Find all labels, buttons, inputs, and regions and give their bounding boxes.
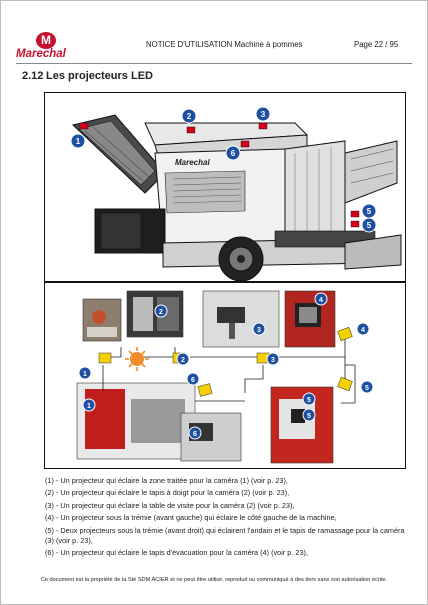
marker-label: 1 [83, 371, 87, 378]
number-marker-icon: 6 [188, 426, 202, 440]
photo-5 [76, 382, 196, 460]
number-marker-icon: 4 [356, 322, 370, 336]
led-projector-icon [337, 326, 353, 342]
number-marker-icon: 5 [360, 380, 374, 394]
number-marker-icon: 3 [266, 352, 280, 366]
marker-label: 3 [261, 110, 266, 119]
logo-emblem: M [36, 32, 56, 49]
photo-2 [126, 290, 184, 338]
number-marker-icon: 1 [82, 398, 96, 412]
marker-label: 5 [307, 397, 311, 404]
photo-3 [202, 290, 280, 348]
marker-label: 5 [365, 385, 369, 392]
number-marker-icon: 5 [361, 217, 377, 233]
number-marker-icon: 2 [176, 352, 190, 366]
legend-item-6: (6) - Un projecteur qui éclaire le tapis… [45, 548, 308, 558]
led-projector-icon [197, 383, 213, 397]
legend-item-3: (3) - Un projecteur qui éclaire la table… [45, 500, 295, 510]
number-marker-icon: 2 [181, 108, 197, 124]
header-rule [16, 63, 412, 64]
marker-label: 2 [159, 309, 163, 316]
marker-label: 2 [181, 357, 185, 364]
number-marker-icon: 5 [302, 408, 316, 422]
legend-item-4: (4) - Un projecteur sous la trémie (avan… [45, 513, 337, 523]
page-header: M Marechal NOTICE D'UTILISATION Machine … [8, 32, 420, 62]
marker-label: 6 [231, 149, 236, 158]
marker-label: 5 [367, 221, 372, 230]
number-marker-icon: 1 [70, 133, 86, 149]
copyright-footer: Ce document est la propriété de la Sté S… [40, 577, 388, 583]
marker-label: 4 [361, 327, 365, 334]
section-number: 2.12 [22, 70, 44, 82]
machine-illustration: Marechal 1 [70, 106, 402, 281]
photo-4 [284, 290, 336, 348]
number-marker-icon: 6 [225, 145, 241, 161]
section-title: Les projecteurs LED [46, 70, 153, 82]
legend-item-1: (1) - Un projecteur qui éclaire la zone … [45, 476, 288, 485]
number-marker-icon: 3 [255, 106, 271, 122]
machine-overview-figure: Marechal 1 [44, 92, 406, 282]
logo-wordmark: Marechal [16, 48, 66, 60]
led-schematic: 1 2 3 4 5 1 2 3 [76, 290, 374, 464]
led-projector-icon [98, 352, 112, 364]
number-marker-icon: 5 [302, 392, 316, 406]
marker-label: 6 [191, 377, 195, 384]
number-marker-icon: 6 [186, 372, 200, 386]
number-marker-icon: 2 [154, 304, 168, 318]
page-number: Page 22 / 95 [354, 40, 399, 49]
number-marker-icon: 3 [252, 322, 266, 336]
marker-label: 2 [187, 112, 192, 121]
document-title: NOTICE D'UTILISATION Machine à pommes [146, 40, 303, 49]
marker-label: 4 [319, 297, 323, 304]
machine-branding: Marechal [175, 158, 210, 167]
led-schematic-figure: 1 2 3 4 5 1 2 3 [44, 282, 406, 469]
marker-label: 5 [307, 413, 311, 420]
number-marker-icon: 5 [361, 203, 377, 219]
legend-list: (1) - Un projecteur qui éclaire la zone … [45, 476, 407, 561]
photo-7 [270, 386, 334, 464]
marker-label: 1 [87, 403, 91, 410]
marechal-logo-icon: M Marechal [16, 32, 86, 62]
led-projector-icon [337, 376, 353, 392]
number-marker-icon: 1 [78, 366, 92, 380]
marker-label: 6 [193, 431, 197, 438]
marker-label: 5 [367, 207, 372, 216]
legend-item-2: (2) - Un projecteur qui éclaire le tapis… [45, 488, 290, 498]
photo-1 [82, 298, 122, 342]
legend-item-5: (5) - Deux projecteurs sous la trémie (a… [45, 525, 405, 546]
marker-label: 3 [257, 327, 261, 334]
sun-burst-icon [125, 347, 149, 371]
marker-label: 3 [271, 357, 275, 364]
number-marker-icon: 4 [314, 292, 328, 306]
marker-label: 1 [76, 137, 81, 146]
